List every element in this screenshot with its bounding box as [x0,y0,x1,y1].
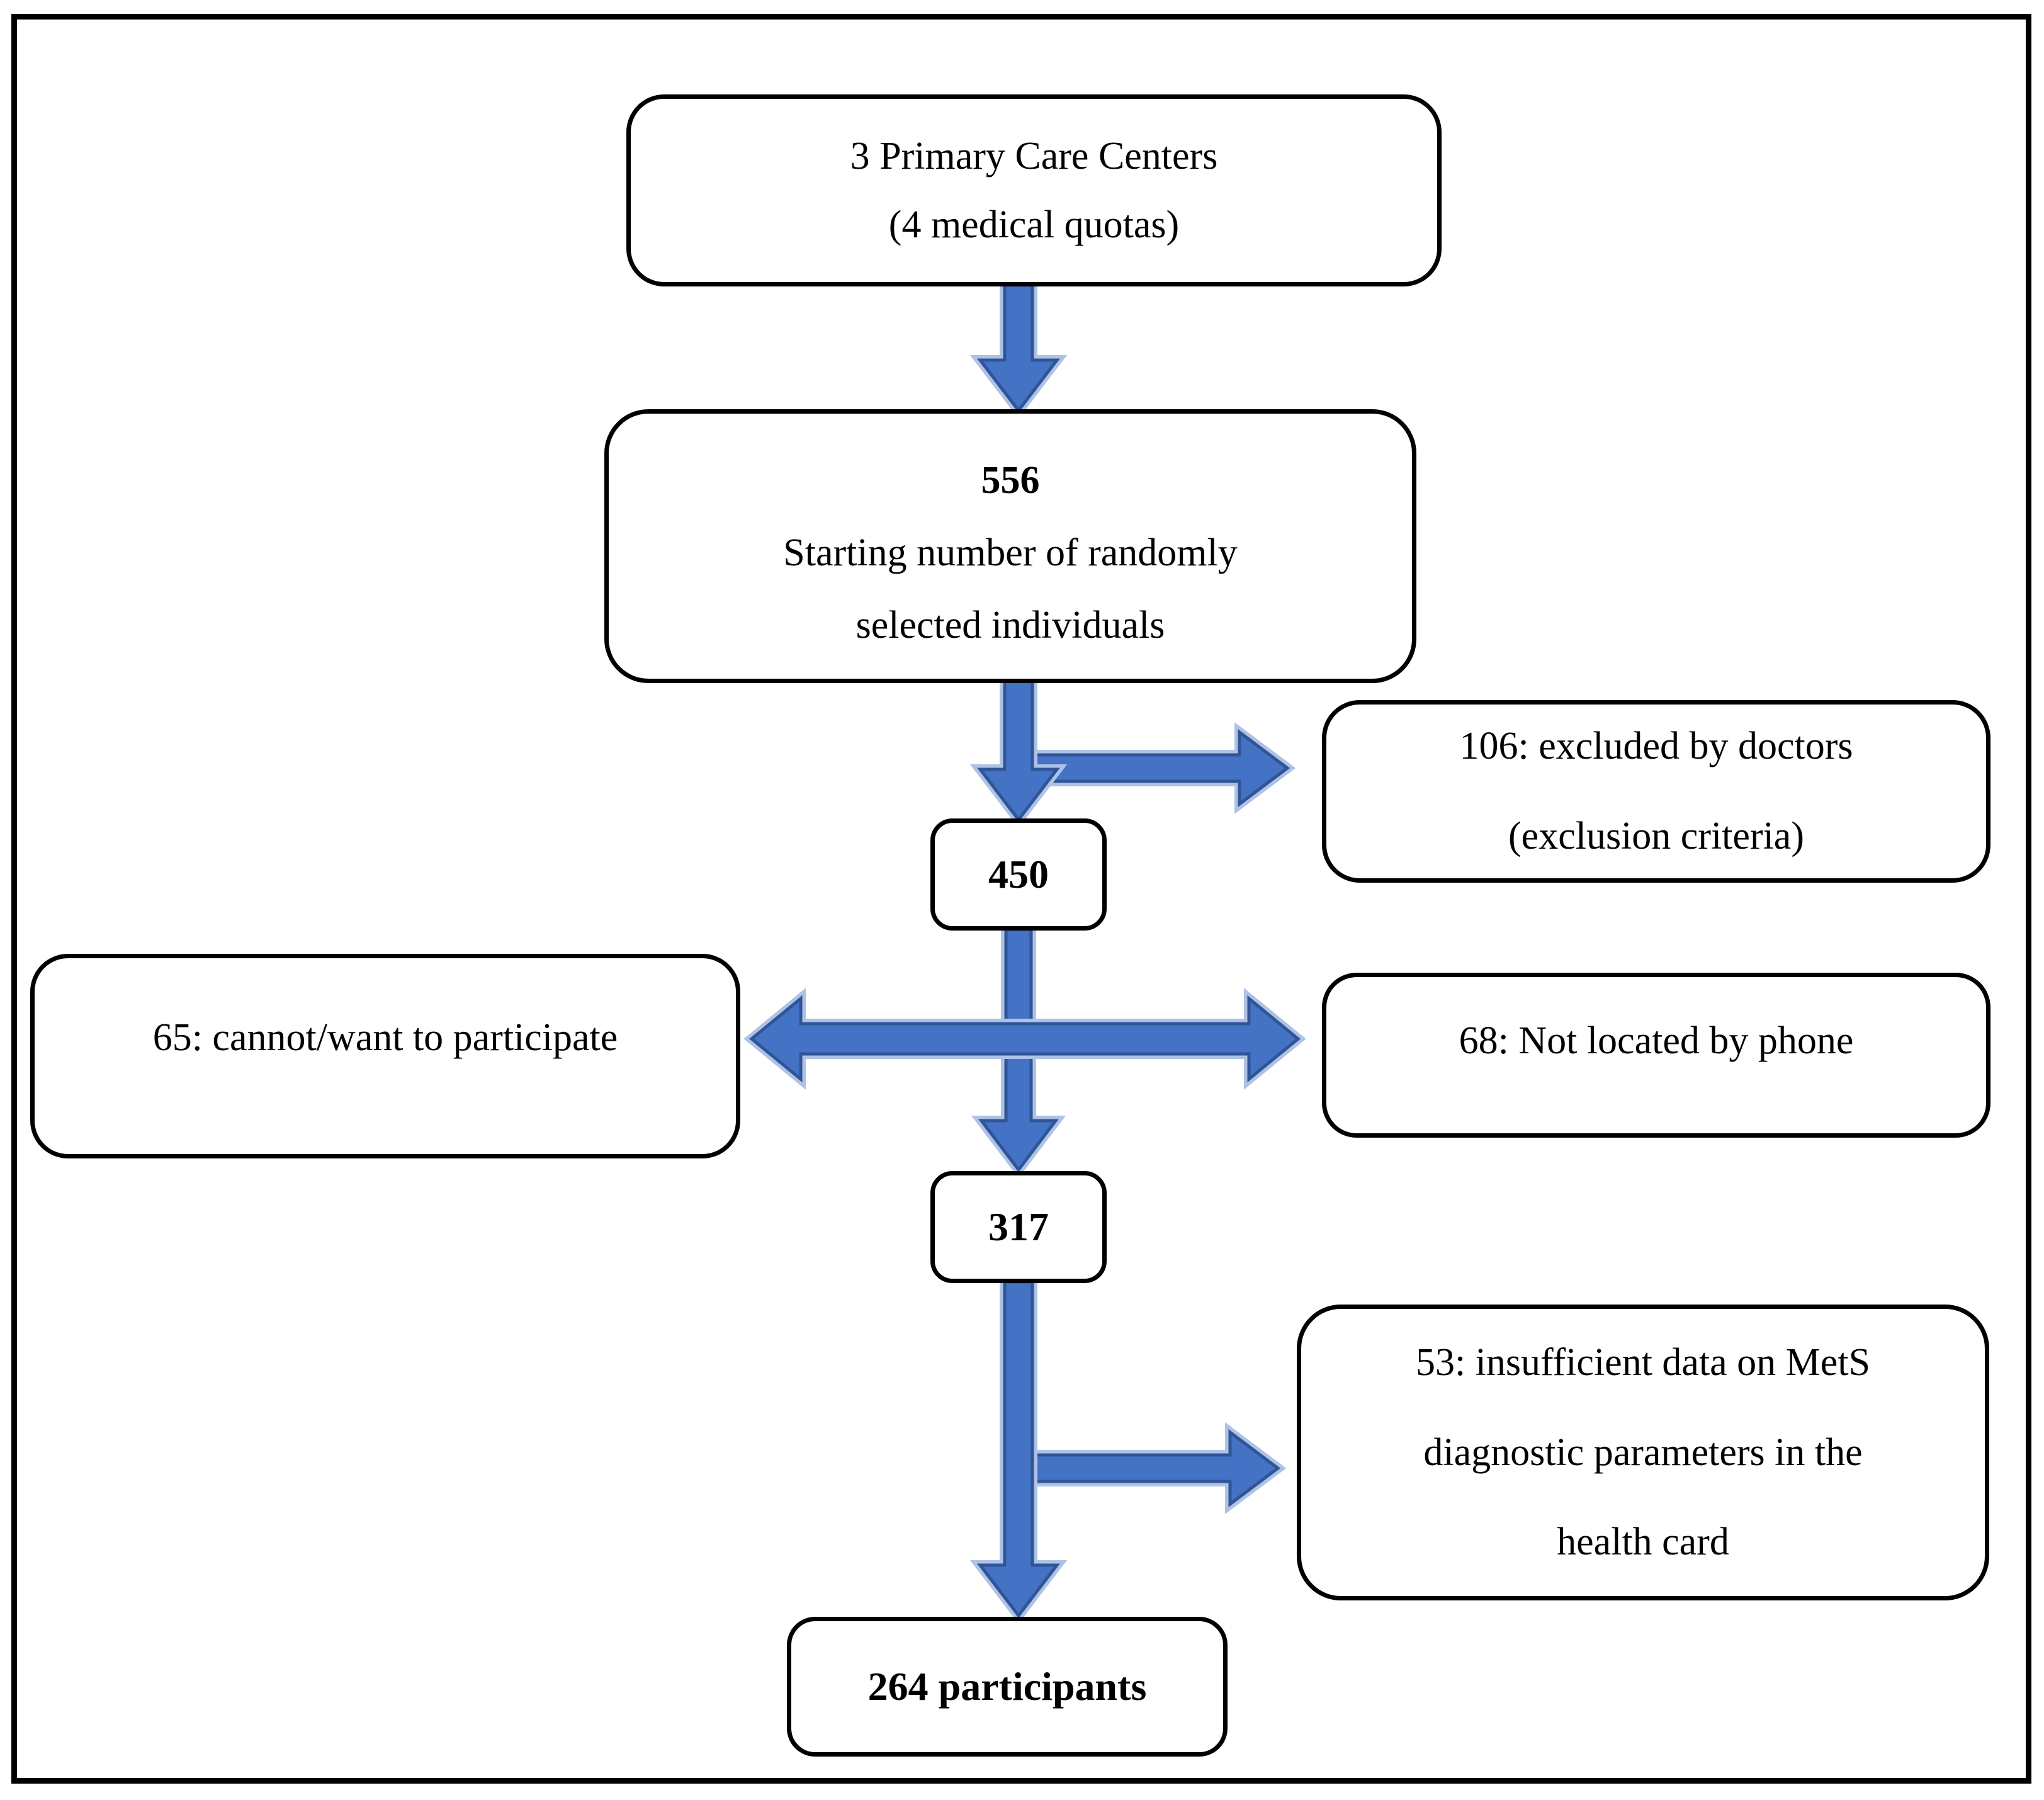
arrow-centers-to-start [976,283,1061,414]
node-text: 3 Primary Care Centers [850,135,1218,178]
arrow-start-to-450 [976,679,1061,823]
node-450: 450 [930,818,1107,931]
node-primary-care-centers: 3 Primary Care Centers (4 medical quotas… [626,94,1442,286]
node-text: Starting number of randomly [783,531,1238,575]
node-264-participants: 264 participants [787,1617,1228,1757]
node-text: (4 medical quotas) [888,203,1180,246]
node-text: 65: cannot/want to participate [152,1016,618,1059]
node-excluded-by-doctors: 106: excluded by doctors (exclusion crit… [1322,700,1990,883]
node-count: 450 [988,851,1049,897]
node-317: 317 [930,1171,1107,1283]
node-text: diagnostic parameters in the [1423,1430,1863,1474]
node-starting-number: 556 Starting number of randomly selected… [604,409,1416,683]
node-cannot-want-to-participate: 65: cannot/want to participate [30,954,740,1158]
node-text: 68: Not located by phone [1459,1019,1854,1062]
node-count: 556 [981,459,1040,502]
node-insufficient-data: 53: insufficient data on MetS diagnostic… [1297,1305,1989,1600]
node-text: selected individuals [855,603,1165,647]
node-text: 53: insufficient data on MetS [1415,1341,1871,1384]
node-text: health card [1557,1520,1729,1564]
node-count: 317 [988,1204,1049,1249]
arrow-317-to-insufficient [1005,1429,1281,1507]
node-not-located-by-phone: 68: Not located by phone [1322,973,1990,1138]
arrow-317-to-final [976,1280,1061,1619]
node-count: 264 participants [867,1663,1147,1709]
node-text: 106: excluded by doctors [1459,725,1853,768]
arrow-450-to-sides [749,995,1301,1083]
node-text: (exclusion criteria) [1508,815,1804,858]
